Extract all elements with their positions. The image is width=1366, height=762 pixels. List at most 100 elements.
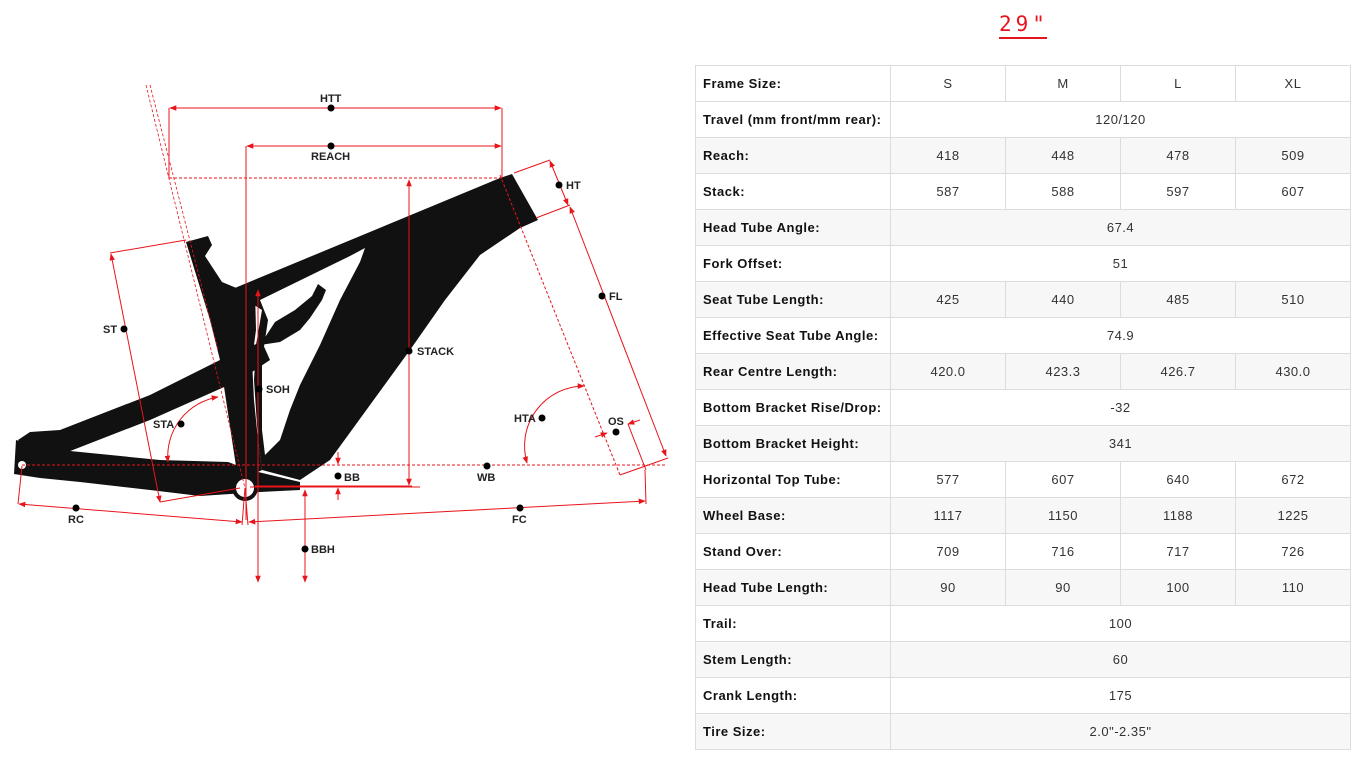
row-value-all-sizes: 51: [890, 245, 1351, 282]
label-sta: STA: [153, 419, 174, 431]
row-value: 716: [1005, 533, 1121, 570]
rear-shock: [260, 284, 326, 345]
row-value: 597: [1120, 173, 1236, 210]
row-label: Bottom Bracket Rise/Drop:: [695, 389, 891, 426]
row-value: 90: [1005, 569, 1121, 606]
size-header-s: S: [890, 65, 1006, 102]
measurement-lines: [17, 84, 669, 583]
row-label: Seat Tube Length:: [695, 281, 891, 318]
soh-dot: [255, 385, 263, 393]
label-rc: RC: [68, 514, 84, 526]
geometry-diagram-svg: HTT REACH HT FL ST STACK SOH STA HTA OS …: [14, 84, 669, 583]
row-label: Rear Centre Length:: [695, 353, 891, 390]
label-wb: WB: [477, 472, 495, 484]
size-header-l: L: [1120, 65, 1236, 102]
seat-tube: [186, 236, 262, 476]
os-dot: [612, 428, 620, 436]
row-value-all-sizes: 100: [890, 605, 1351, 642]
row-label: Bottom Bracket Height:: [695, 425, 891, 462]
label-soh: SOH: [266, 384, 290, 396]
row-value: 90: [890, 569, 1006, 606]
row-value: 587: [890, 173, 1006, 210]
label-stack: STACK: [417, 346, 454, 358]
row-value: 426.7: [1120, 353, 1236, 390]
stack-dot: [405, 347, 413, 355]
row-label: Stand Over:: [695, 533, 891, 570]
label-os: OS: [608, 416, 624, 428]
row-value: 1188: [1120, 497, 1236, 534]
table-row: Travel (mm front/mm rear):120/120: [695, 101, 1351, 138]
row-value-all-sizes: 60: [890, 641, 1351, 678]
row-value-all-sizes: 120/120: [890, 101, 1351, 138]
row-value: 430.0: [1235, 353, 1351, 390]
row-value: 640: [1120, 461, 1236, 498]
label-bb: BB: [344, 472, 360, 484]
row-value: 607: [1005, 461, 1121, 498]
row-value: 110: [1235, 569, 1351, 606]
table-row: Bottom Bracket Rise/Drop:-32: [695, 389, 1351, 426]
bbh-dot: [301, 545, 309, 553]
fl-dot: [598, 292, 606, 300]
row-value: 588: [1005, 173, 1121, 210]
row-label: Head Tube Angle:: [695, 209, 891, 246]
row-value: 440: [1005, 281, 1121, 318]
row-label: Effective Seat Tube Angle:: [695, 317, 891, 354]
row-value: 478: [1120, 137, 1236, 174]
row-value-all-sizes: 67.4: [890, 209, 1351, 246]
row-label: Wheel Base:: [695, 497, 891, 534]
table-row: Trail:100: [695, 605, 1351, 642]
row-value: 577: [890, 461, 1006, 498]
row-value: 100: [1120, 569, 1236, 606]
row-value: 423.3: [1005, 353, 1121, 390]
row-value-all-sizes: 341: [890, 425, 1351, 462]
row-value: 448: [1005, 137, 1121, 174]
table-row: Crank Length:175: [695, 677, 1351, 714]
wheel-size-tab-29[interactable]: 29": [999, 12, 1047, 39]
row-label: Frame Size:: [695, 65, 891, 102]
label-bbh: BBH: [311, 544, 335, 556]
row-value: 709: [890, 533, 1006, 570]
row-value: 510: [1235, 281, 1351, 318]
row-label: Travel (mm front/mm rear):: [695, 101, 891, 138]
bb-dot: [334, 472, 342, 480]
size-header-m: M: [1005, 65, 1121, 102]
row-label: Head Tube Length:: [695, 569, 891, 606]
row-value: 485: [1120, 281, 1236, 318]
table-row: Effective Seat Tube Angle:74.9: [695, 317, 1351, 354]
label-htt: HTT: [320, 93, 342, 105]
front-triangle: [230, 174, 538, 480]
diagram-labels: HTT REACH HT FL ST STACK SOH STA HTA OS …: [68, 93, 624, 556]
row-value: 1117: [890, 497, 1006, 534]
row-value: 672: [1235, 461, 1351, 498]
label-st: ST: [103, 324, 117, 336]
htt-dot: [327, 104, 335, 112]
ht-dot: [555, 181, 563, 189]
fc-dot: [516, 504, 524, 512]
row-value-all-sizes: -32: [890, 389, 1351, 426]
row-value: 1150: [1005, 497, 1121, 534]
wb-dot: [483, 462, 491, 470]
row-label: Reach:: [695, 137, 891, 174]
table-row: Head Tube Angle:67.4: [695, 209, 1351, 246]
bike-frame: [14, 174, 538, 501]
geometry-diagram: HTT REACH HT FL ST STACK SOH STA HTA OS …: [0, 60, 690, 600]
row-value: 509: [1235, 137, 1351, 174]
label-fc: FC: [512, 514, 527, 526]
row-label: Stem Length:: [695, 641, 891, 678]
label-fl: FL: [609, 291, 623, 303]
row-value: 726: [1235, 533, 1351, 570]
row-value: 420.0: [890, 353, 1006, 390]
row-label: Stack:: [695, 173, 891, 210]
row-label: Fork Offset:: [695, 245, 891, 282]
table-row: Bottom Bracket Height:341: [695, 425, 1351, 462]
row-label: Tire Size:: [695, 713, 891, 750]
row-label: Trail:: [695, 605, 891, 642]
row-value: 1225: [1235, 497, 1351, 534]
